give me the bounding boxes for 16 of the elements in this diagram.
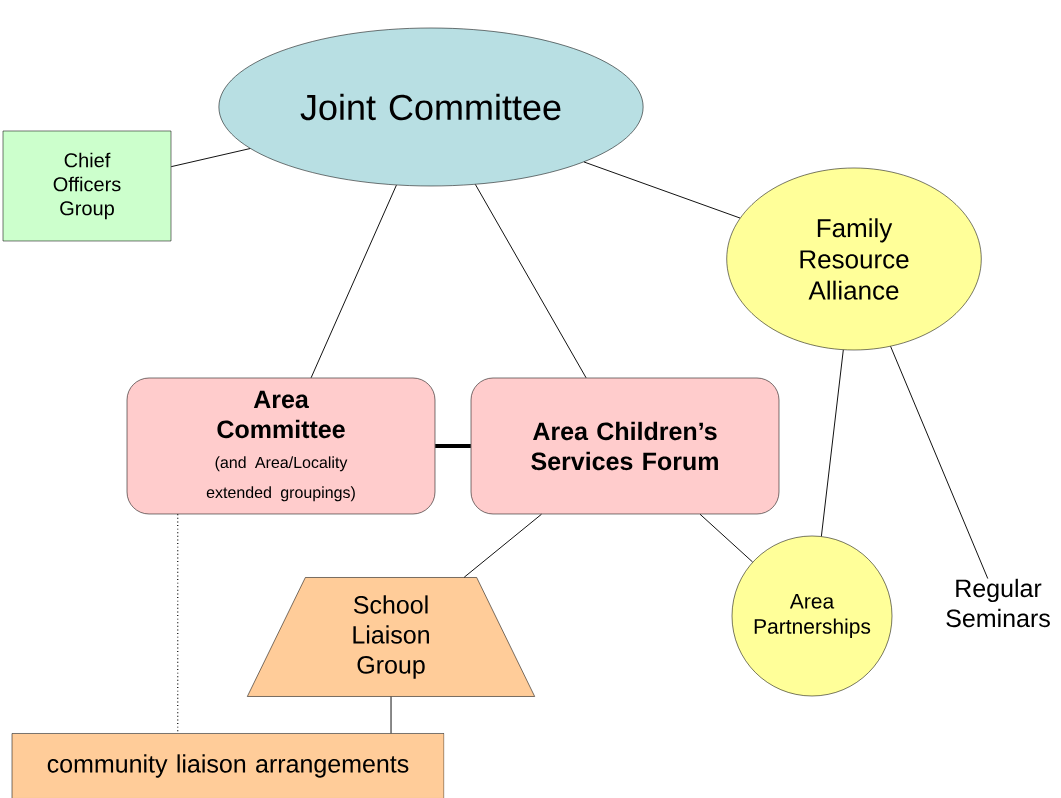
connector-line — [890, 345, 989, 579]
committee-box: Area Committee (and Area/Locality extended groupings) — [126, 377, 436, 515]
connector-line — [820, 349, 844, 537]
connector-line — [583, 161, 741, 219]
connector-line — [435, 444, 471, 448]
arrangement-box: community liaison arrangements — [11, 733, 445, 798]
forum-box: Area Children’s Services Forum — [470, 377, 780, 515]
connector-line — [699, 513, 754, 563]
connector-line — [310, 184, 397, 379]
connector-line — [170, 148, 251, 168]
seminar-label: Regular Seminars — [946, 578, 1050, 628]
group-box: Chief Officers Group — [2, 130, 172, 242]
connector-line — [463, 513, 542, 578]
group-trapezoid: School Liaison Group — [247, 577, 535, 697]
connector-line — [390, 696, 392, 734]
connector-line — [474, 184, 587, 379]
